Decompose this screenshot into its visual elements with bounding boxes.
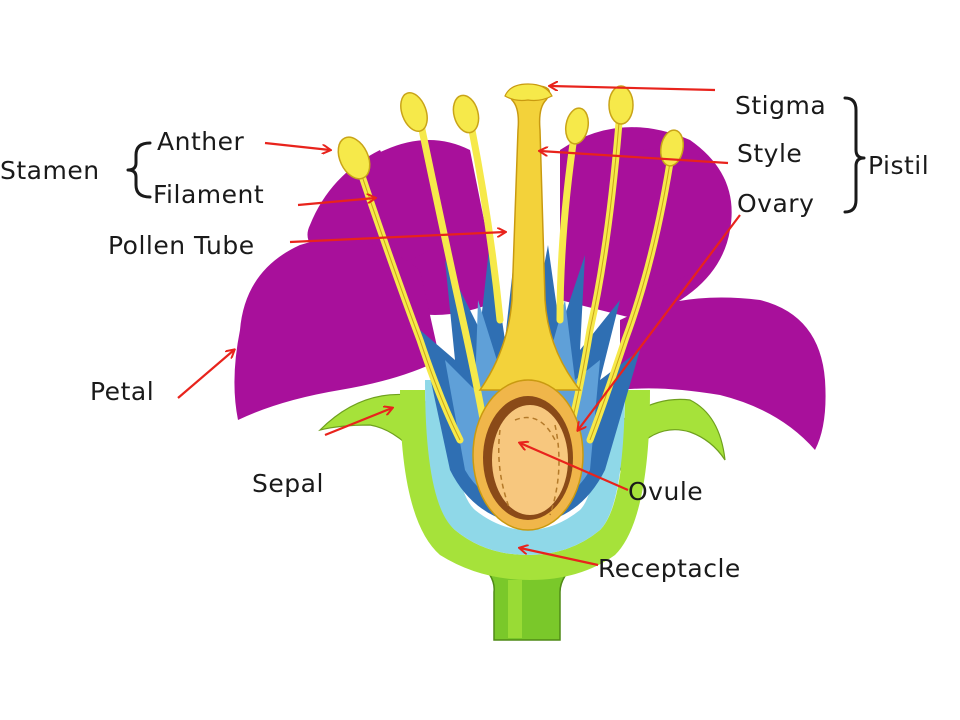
petal-left [234,238,440,420]
label-stigma: Stigma [735,91,826,120]
petal-right [620,297,826,450]
anthers [337,85,685,180]
stem-highlight [508,580,522,638]
label-ovary: Ovary [737,189,814,218]
ovule-lines [498,416,560,516]
stigma-top [504,83,553,102]
label-pollen-tube: Pollen Tube [108,231,255,260]
label-petal: Petal [90,377,154,406]
label-receptacle: Receptacle [598,554,741,583]
filament-outlines [359,109,673,441]
pistil-brace [843,96,866,214]
stamen-brace [126,141,152,199]
petal-top-left [307,150,430,268]
label-pistil: Pistil [868,151,929,180]
label-ovule: Ovule [628,477,703,506]
ovule [492,405,568,515]
label-anther: Anther [157,127,244,156]
label-stamen: Stamen [0,156,100,185]
label-sepal: Sepal [252,469,324,498]
label-filament: Filament [153,180,264,209]
receptacle-inner [425,380,625,555]
receptacle-cup [400,390,650,580]
pointer-arrows [177,86,741,567]
label-style: Style [737,139,802,168]
